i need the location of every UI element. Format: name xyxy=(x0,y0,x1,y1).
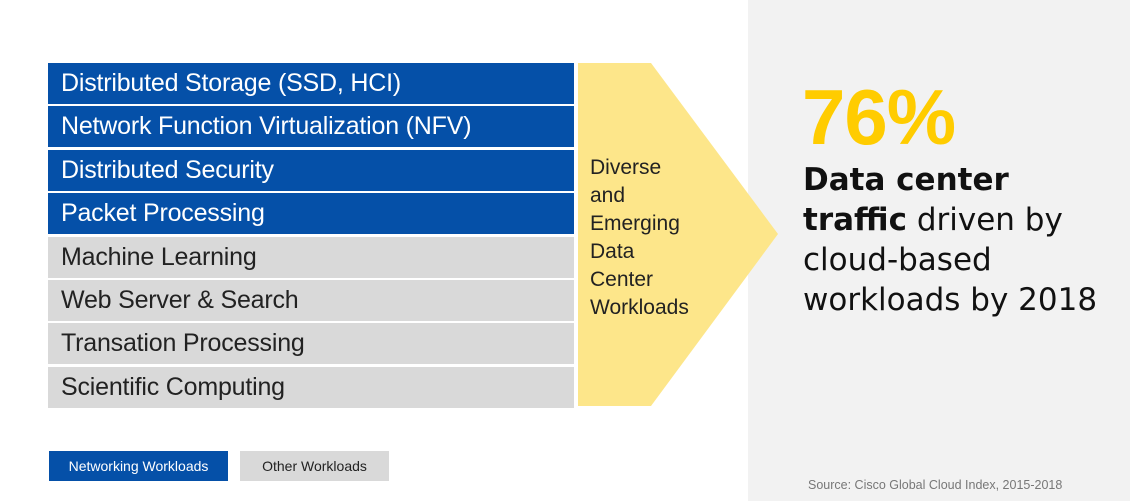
legend-networking: Networking Workloads xyxy=(49,451,228,481)
stat-value: 76% xyxy=(802,73,956,161)
arrow-label-line: Diverse xyxy=(590,156,662,179)
workload-label: Transation Processing xyxy=(61,329,305,358)
chevron-arrow-shape xyxy=(578,63,778,406)
workload-row-other: Machine Learning xyxy=(48,236,574,278)
workload-row-other: Scientific Computing xyxy=(48,366,574,408)
workload-label: Scientific Computing xyxy=(61,372,285,401)
arrow-label-line: Workloads xyxy=(590,296,689,319)
stat-description-rest: driven by cloud-based workloads by 2018 xyxy=(803,202,1098,318)
legend-other: Other Workloads xyxy=(240,451,389,481)
workload-row-networking: Packet Processing xyxy=(48,193,574,235)
workload-label: Machine Learning xyxy=(61,242,257,271)
workload-list: Distributed Storage (SSD, HCI) Network F… xyxy=(48,63,574,410)
workload-label: Distributed Storage (SSD, HCI) xyxy=(61,69,401,97)
workload-row-networking: Distributed Storage (SSD, HCI) xyxy=(48,63,574,104)
workload-label: Network Function Virtualization (NFV) xyxy=(61,112,472,141)
workload-row-networking: Distributed Security xyxy=(48,149,574,191)
arrow-label-line: Center xyxy=(590,268,654,291)
chevron-arrow xyxy=(578,63,778,406)
source-note: Source: Cisco Global Cloud Index, 2015-2… xyxy=(808,478,1063,492)
workload-label: Packet Processing xyxy=(61,199,265,228)
workload-row-other: Web Server & Search xyxy=(48,279,574,321)
workload-row-other: Transation Processing xyxy=(48,323,574,365)
workload-label: Distributed Security xyxy=(61,155,274,184)
arrow-label: Diverse and Emerging Data Center Workloa… xyxy=(590,154,720,322)
arrow-label-line: Data xyxy=(590,240,635,263)
arrow-label-line: Emerging xyxy=(590,212,680,235)
arrow-label-line: and xyxy=(590,184,626,207)
stat-description: Data center traffic driven by cloud-base… xyxy=(803,160,1103,320)
right-panel xyxy=(748,0,1130,501)
stat-description-bold: Data center traffic xyxy=(803,162,1009,238)
workload-label: Web Server & Search xyxy=(61,285,299,314)
workload-row-networking: Network Function Virtualization (NFV) xyxy=(48,106,574,148)
